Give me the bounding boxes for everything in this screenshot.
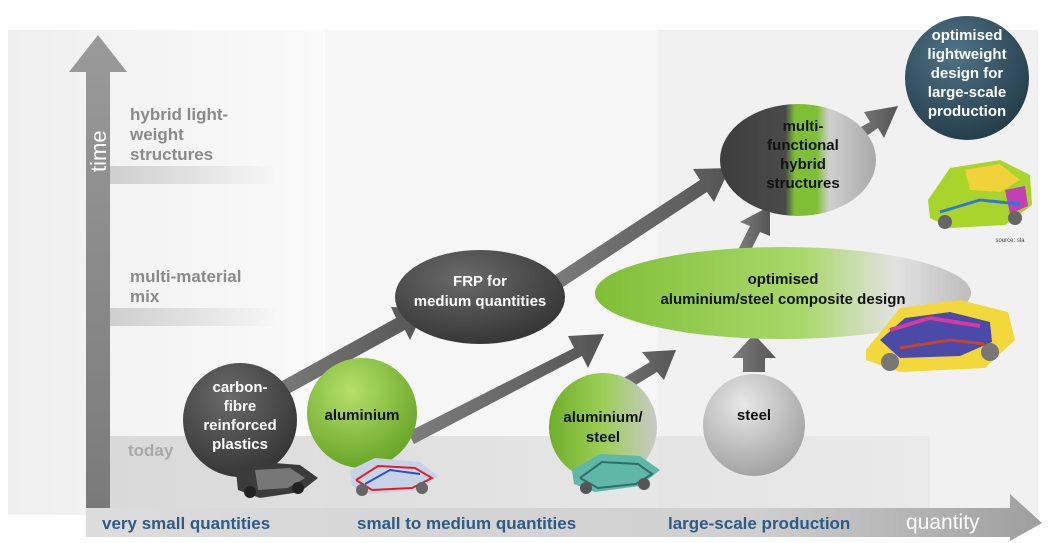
- node-aluminium-steel-line-1: aluminium/: [563, 409, 643, 426]
- time-axis: time: [69, 35, 127, 510]
- arrow-carbon-to-frp: [262, 307, 425, 404]
- time-axis-arrow: [69, 35, 127, 510]
- node-aluminium: aluminium: [307, 358, 417, 468]
- node-composite-line-2: aluminium/steel composite design: [660, 291, 905, 308]
- level-bar-hybrid: [110, 166, 280, 184]
- node-multi-functional: multi- functional hybrid structures: [720, 104, 876, 216]
- node-carbon-fibre-line-4: plastics: [212, 436, 268, 453]
- node-steel: steel: [703, 374, 805, 476]
- node-optimised-lightweight: optimised lightweight design for large-s…: [905, 16, 1029, 140]
- arrow-frp-to-multifunctional: [540, 168, 730, 297]
- node-carbon-fibre-shape: [183, 363, 297, 477]
- node-carbon-fibre: carbon- fibre reinforced plastics: [183, 363, 297, 477]
- node-multi-functional-shape: [720, 104, 876, 216]
- node-optimised-lightweight-line-1: optimised: [932, 27, 1003, 44]
- band-label-very-small: very small quantities: [102, 514, 270, 533]
- band-label-large-scale: large-scale production: [668, 514, 850, 533]
- level-hybrid-line-3: structures: [130, 145, 213, 164]
- car-body-image-hybrid: [928, 160, 1032, 229]
- node-composite-line-1: optimised: [748, 271, 819, 288]
- node-frp-line-1: FRP for: [453, 273, 507, 290]
- node-steel-line-1: steel: [737, 407, 771, 424]
- quantity-axis: very small quantities small to medium qu…: [86, 494, 1042, 541]
- node-optimised-lightweight-line-2: lightweight: [927, 46, 1006, 63]
- node-carbon-fibre-line-1: carbon-: [212, 379, 267, 396]
- band-label-small-medium: small to medium quantities: [357, 514, 576, 533]
- node-composite-shape: [595, 247, 971, 339]
- node-aluminium-steel-line-2: steel: [586, 429, 620, 446]
- node-aluminium-line-1: aluminium: [324, 407, 399, 424]
- node-optimised-lightweight-line-3: design for: [931, 65, 1004, 82]
- node-aluminium-steel-shape: [549, 373, 657, 481]
- node-aluminium-shape: [307, 358, 417, 468]
- car-body-image-steel: [866, 300, 1015, 372]
- car-images: source: sla: [236, 160, 1032, 498]
- node-frp: FRP for medium quantities: [395, 250, 565, 344]
- arrow-composite-to-multifunctional: [738, 206, 770, 256]
- node-carbon-fibre-line-3: reinforced: [203, 417, 276, 434]
- node-multi-functional-line-3: hybrid: [780, 156, 826, 173]
- level-bar-multi-material: [110, 308, 280, 326]
- node-aluminium-steel: aluminium/ steel: [549, 373, 657, 481]
- car-body-image-carbon: [236, 462, 318, 498]
- nodes: carbon- fibre reinforced plastics alumin…: [183, 16, 1029, 481]
- node-optimised-lightweight-shape: [905, 16, 1029, 140]
- node-optimised-lightweight-line-4: large-scale: [928, 84, 1006, 101]
- level-hybrid-line-1: hybrid light-: [130, 105, 228, 124]
- source-note: source: sla: [995, 238, 1025, 244]
- arrow-steel-to-composite: [732, 334, 776, 372]
- node-multi-functional-line-1: multi-: [783, 118, 824, 135]
- quantity-axis-label: quantity: [906, 511, 980, 534]
- node-composite: optimised aluminium/steel composite desi…: [595, 247, 971, 339]
- arrow-aluminium-to-frp: [408, 334, 604, 444]
- node-steel-shape: [703, 374, 805, 476]
- level-hybrid-line-2: weight: [129, 125, 184, 144]
- car-body-image-aluminium-steel: [572, 454, 660, 494]
- node-frp-shape: [395, 250, 565, 344]
- time-axis-label: time: [86, 130, 111, 172]
- level-multi-material-line-1: multi-material: [130, 267, 241, 286]
- node-carbon-fibre-line-2: fibre: [224, 398, 257, 415]
- car-body-image-aluminium: [350, 458, 438, 496]
- level-multi-material-line-2: mix: [130, 287, 160, 306]
- node-multi-functional-line-4: structures: [766, 175, 839, 192]
- level-today: today: [128, 441, 174, 460]
- node-frp-line-2: medium quantities: [414, 293, 547, 310]
- node-optimised-lightweight-line-5: production: [928, 103, 1006, 120]
- quantity-axis-arrow: [86, 494, 1042, 541]
- node-multi-functional-line-2: functional: [767, 137, 839, 154]
